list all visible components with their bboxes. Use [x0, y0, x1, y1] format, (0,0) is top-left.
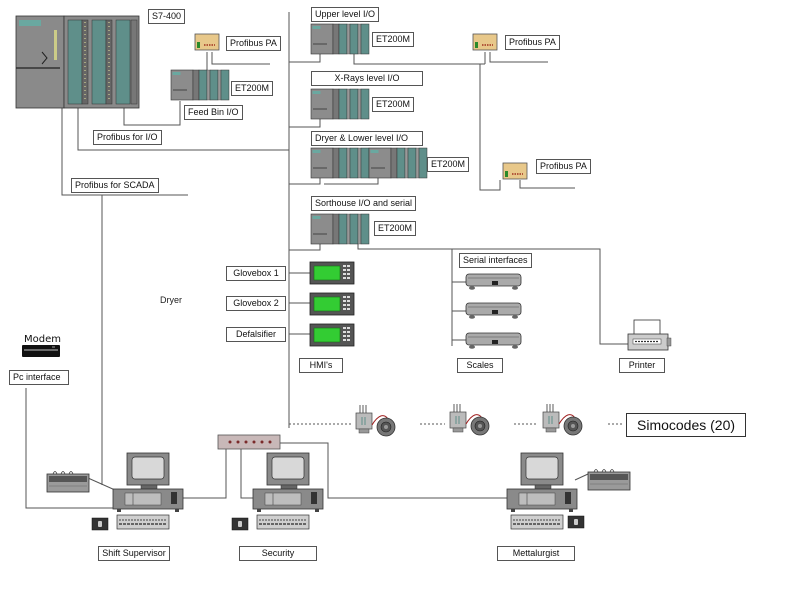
- simocode-unit-3[interactable]: [542, 403, 583, 436]
- plc-label: S7-400: [148, 9, 186, 24]
- metallurgist-mouse[interactable]: [567, 515, 585, 529]
- workstation-shift-supervisor[interactable]: [112, 452, 184, 530]
- dryer-io-link: [289, 178, 321, 185]
- network-cabling: [25, 12, 628, 509]
- upper-pa-coupler[interactable]: [472, 33, 498, 51]
- pc-interface-label: Pc interface: [9, 370, 69, 385]
- sorthouse-io-device-label: ET200M: [374, 221, 417, 236]
- sorthouse-io-et200m-rack[interactable]: [310, 213, 370, 245]
- upper-pa-output: [489, 52, 548, 63]
- hmi-label-glovebox-2: Glovebox 2: [226, 296, 286, 311]
- hmi-panel-glovebox-2[interactable]: [309, 292, 355, 316]
- simocode-unit-2[interactable]: [449, 403, 490, 436]
- upper-io-pa-link: [353, 54, 501, 191]
- upper-pa-label: Profibus PA: [505, 35, 560, 50]
- sorthouse-io-link: [289, 244, 321, 251]
- workstation-label-shift-supervisor: Shift Supervisor: [98, 546, 170, 561]
- feedbin-et200m-label: ET200M: [231, 81, 274, 96]
- supervisor-dot-matrix-printer[interactable]: [46, 471, 90, 493]
- profibus-io-line: [77, 106, 289, 151]
- s7-400-plc[interactable]: [15, 15, 140, 109]
- scales-label: Scales: [457, 358, 503, 373]
- scale-device-2[interactable]: [465, 302, 522, 320]
- metallurgist-dot-matrix-printer[interactable]: [587, 469, 631, 491]
- dryer-io-et200m-rack-2[interactable]: [368, 147, 428, 179]
- pc-interface-line: [25, 388, 115, 509]
- serial-interfaces-label: Serial interfaces: [459, 253, 532, 268]
- feedbin-pa-coupler[interactable]: [194, 33, 220, 51]
- dryer-pa-coupler[interactable]: [502, 162, 528, 180]
- dryer-io-device-label: ET200M: [427, 157, 470, 172]
- upper-io-et200m-rack[interactable]: [310, 23, 370, 55]
- network-hub[interactable]: [217, 434, 281, 450]
- printer-device[interactable]: [627, 319, 672, 351]
- profibus-scada-label: Profibus for SCADA: [71, 178, 159, 193]
- feedbin-link-line: [123, 101, 181, 126]
- hmi-panel-defalsifier[interactable]: [309, 323, 355, 347]
- workstation-label-metallurgist: Mettalurgist: [497, 546, 575, 561]
- simocode-unit-1[interactable]: [355, 404, 396, 437]
- hub-security-line: [240, 448, 254, 499]
- scale-device-3[interactable]: [465, 332, 522, 350]
- sorthouse-io-title: Sorthouse I/O and serial: [311, 196, 417, 211]
- xrays-io-title: X-Rays level I/O: [311, 71, 423, 86]
- hmi-group-label: HMI's: [299, 358, 343, 373]
- xrays-io-link: [289, 119, 321, 128]
- scale-device-1[interactable]: [465, 273, 522, 291]
- hmi-label-glovebox-1: Glovebox 1: [226, 266, 286, 281]
- profibus-scada-line: [61, 106, 188, 196]
- upper-io-device-label: ET200M: [372, 32, 415, 47]
- profibus-io-label: Profibus for I/O: [93, 130, 162, 145]
- security-mouse[interactable]: [231, 517, 249, 531]
- upper-io-title: Upper level I/O: [311, 7, 380, 22]
- workstation-security[interactable]: [252, 452, 324, 530]
- upper-io-link: [289, 54, 321, 63]
- supervisor-mouse[interactable]: [91, 517, 109, 531]
- dryer-pa-output: [519, 180, 575, 189]
- dryer-pa-label: Profibus PA: [536, 159, 591, 174]
- hub-metallurgist-line: [280, 442, 508, 499]
- simocodes-label: Simocodes (20): [626, 413, 747, 437]
- feedbin-pa-label: Profibus PA: [226, 36, 281, 51]
- workstation-metallurgist[interactable]: [506, 452, 578, 530]
- printer-label: Printer: [619, 358, 665, 373]
- hub-supervisor-line: [176, 448, 227, 499]
- modem-device[interactable]: [22, 345, 60, 357]
- printer-serial-line: [357, 244, 628, 345]
- dryer-area-label: Dryer: [160, 295, 182, 305]
- feedbin-io-label: Feed Bin I/O: [184, 105, 243, 120]
- xrays-io-et200m-rack[interactable]: [310, 88, 370, 120]
- feedbin-pa-output: [211, 52, 270, 65]
- hmi-label-defalsifier: Defalsifier: [226, 327, 286, 342]
- workstation-label-security: Security: [239, 546, 317, 561]
- hmi-panel-glovebox-1[interactable]: [309, 261, 355, 285]
- dryer-io-et200m-rack-1[interactable]: [310, 147, 370, 179]
- modem-label: Modem: [24, 334, 61, 345]
- dryer-io-title: Dryer & Lower level I/O: [311, 131, 423, 146]
- xrays-io-device-label: ET200M: [372, 97, 415, 112]
- feedbin-et200m-rack[interactable]: [170, 69, 230, 101]
